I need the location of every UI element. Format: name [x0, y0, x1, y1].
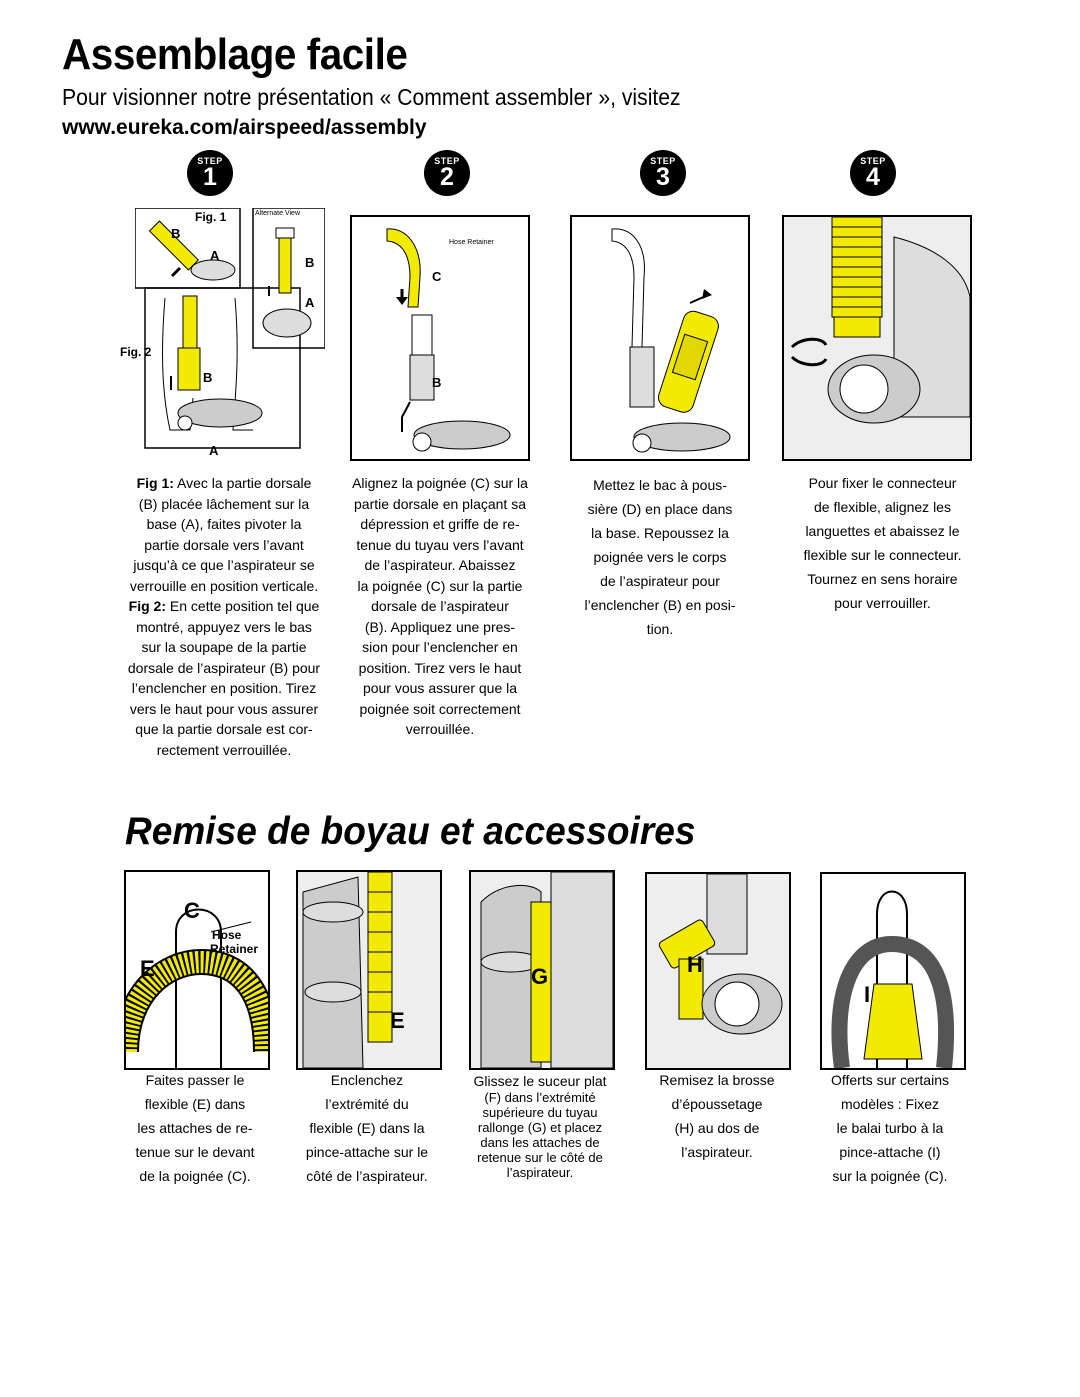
hose-retainer-label: Hose Retainer [449, 239, 494, 246]
step2-label-c: C [432, 269, 442, 284]
accessory-3-illustration: G [469, 870, 615, 1070]
alt-label-b: B [305, 255, 315, 270]
accessory-1-caption: Faites passer le flexible (E) dans les a… [135, 1072, 255, 1184]
accessory-2-caption: Enclenchez l’extrémité du flexible (E) d… [305, 1072, 429, 1184]
accessory-1-illustration: C E Hose Retainer [124, 870, 270, 1070]
alt-label-a: A [305, 295, 315, 310]
fig2-text-label: Fig 2: [128, 598, 166, 614]
acc1-hose-label: Hose [212, 928, 242, 942]
step-1-text: Fig 1: Avec la partie dorsale (B) placée… [127, 475, 321, 758]
acc2-label-e: E [390, 1008, 405, 1033]
accessory-5-illustration: I [820, 872, 966, 1070]
step-2-badge: STEP 2 [424, 150, 470, 196]
step-2-illustration: Hose Retainer C B [350, 215, 530, 461]
step-3-illustration [570, 215, 750, 461]
step-3-badge: STEP 3 [640, 150, 686, 196]
accessory-4-illustration: H [645, 872, 791, 1070]
page-subtitle: Pour visionner notre présentation « Comm… [62, 84, 681, 110]
accessory-4-caption: Remisez la brosse d’époussetage (H) au d… [659, 1072, 775, 1160]
step-3-text: Mettez le bac à pous- sière (D) en place… [584, 477, 736, 637]
acc1-label-c: C [184, 898, 200, 923]
accessory-2-illustration: E [296, 870, 442, 1070]
step2-label-b: B [432, 375, 442, 390]
step-4-illustration [782, 215, 972, 461]
fig2-label: Fig. 2 [120, 345, 152, 359]
step-1-badge: STEP 1 [187, 150, 233, 196]
accessory-5-caption: Offerts sur certains modèles : Fixez le … [830, 1072, 949, 1184]
fig2-label-b: B [203, 370, 213, 385]
step-2-text: Alignez la poignée (C) sur la partie dor… [352, 475, 528, 737]
section-2-title: Remise de boyau et accessoires [125, 810, 696, 853]
acc5-label-i: I [864, 982, 871, 1007]
fig2-label-a: A [209, 443, 219, 458]
fig1-label-a: A [210, 248, 220, 263]
step-1-illustration: Fig. 1 Alternate View B A B A Fig. 2 B A [120, 207, 326, 458]
step-4-badge: STEP 4 [850, 150, 896, 196]
accessory-3-caption: Glissez le suceur plat (F) dans l’extrém… [473, 1073, 607, 1180]
acc4-label-h: H [687, 952, 703, 977]
acc1-label-e: E [140, 956, 155, 981]
acc3-label-g: G [531, 964, 549, 989]
assembly-url[interactable]: www.eureka.com/airspeed/assembly [62, 116, 427, 139]
fig1-label-b: B [171, 226, 181, 241]
acc1-retainer-label: Retainer [210, 942, 259, 956]
step-4-text: Pour fixer le connecteur de flexible, al… [803, 475, 962, 611]
alternate-view-label: Alternate View [255, 210, 301, 217]
page-title: Assemblage facile [62, 30, 408, 79]
fig1-text-label: Fig 1: [136, 475, 174, 491]
fig1-label: Fig. 1 [195, 210, 227, 224]
